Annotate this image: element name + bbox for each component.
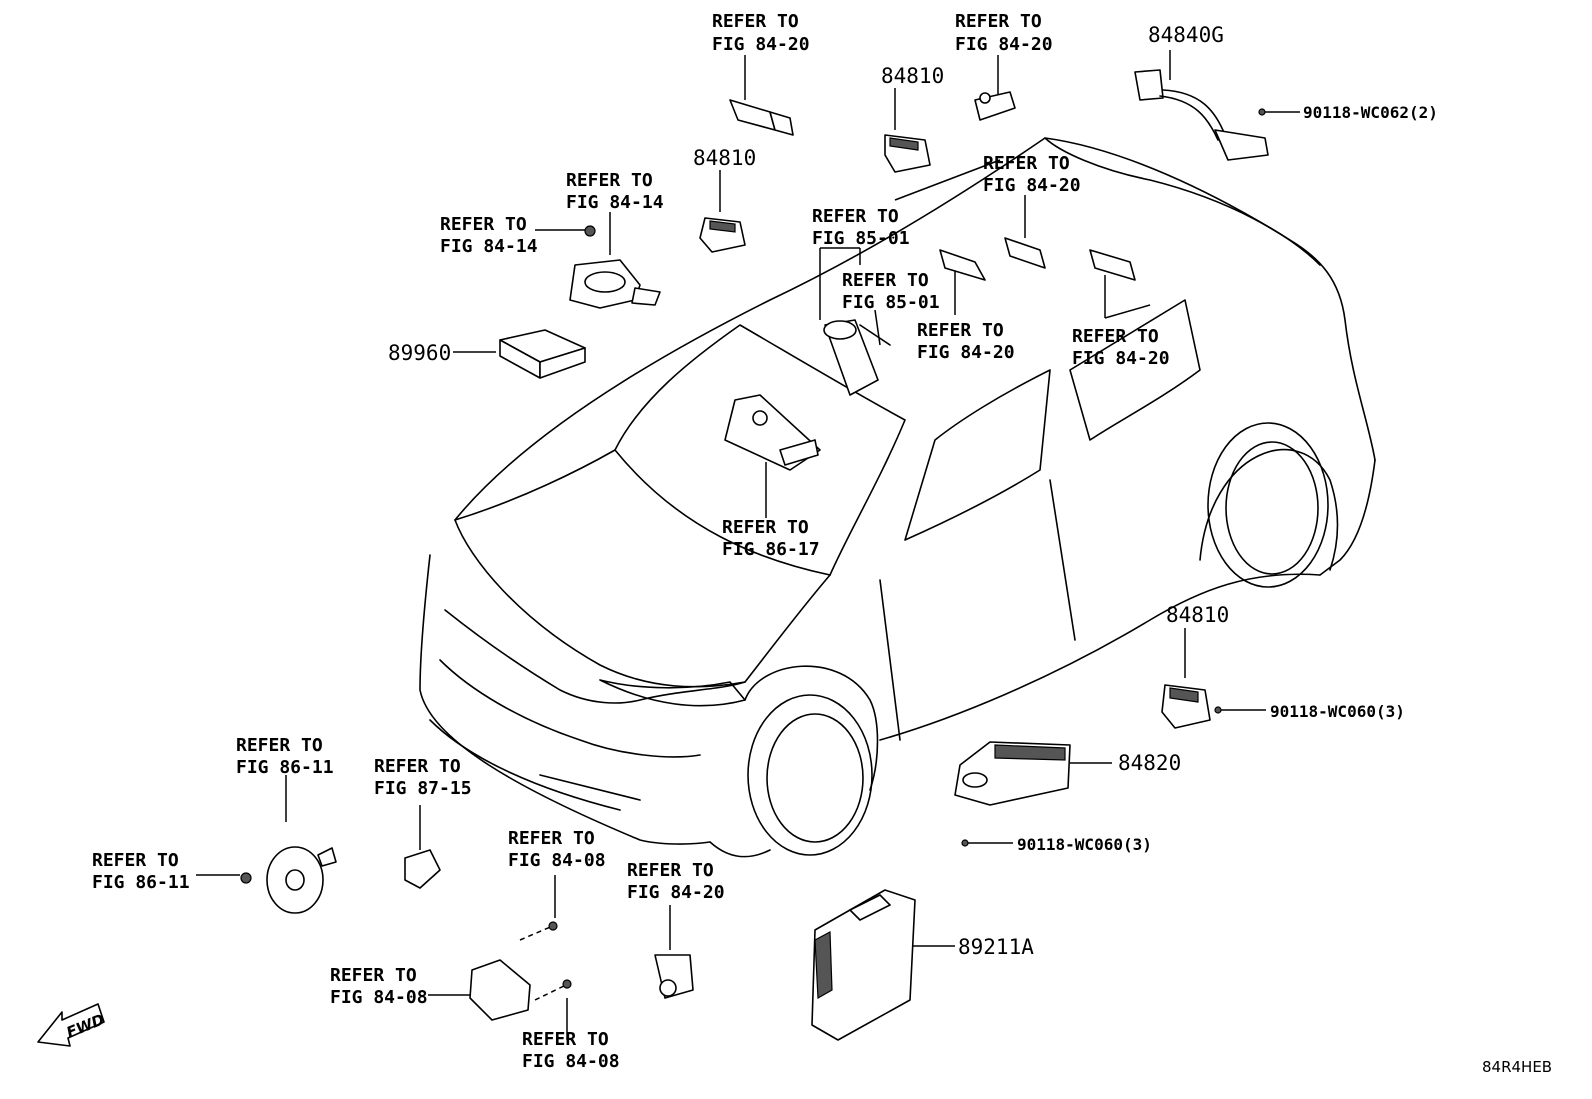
harness-84840g-component (1134, 69, 1269, 161)
part-number-84840g: 84840G (1148, 23, 1224, 47)
vehicle-outline (419, 137, 1376, 858)
part-number-84810: 84810 (881, 64, 944, 88)
sensor-component (974, 91, 1016, 121)
fastener-90118-wc062: 90118-WC062(2) (1303, 103, 1438, 122)
switch-84810-component (699, 217, 746, 253)
ecu-89960-component (499, 329, 586, 379)
pedal-sensor-component (569, 225, 661, 309)
fastener-90118-wc060: 90118-WC060(3) (1270, 702, 1405, 721)
spiral-cable-component (823, 319, 891, 396)
yaw-sensor-component (469, 921, 572, 1021)
part-number-84820: 84820 (1118, 751, 1181, 775)
sensor-component (654, 954, 694, 999)
part-number-89211a: 89211A (958, 935, 1034, 959)
switch-84810-component (884, 134, 931, 173)
master-switch-84820-component (954, 741, 1071, 847)
part-number-89960: 89960 (388, 341, 451, 365)
part-number-84810: 84810 (693, 146, 756, 170)
leader-lines (196, 50, 1300, 1040)
fastener-90118-wc060: 90118-WC060(3) (1017, 835, 1152, 854)
sensor-component (729, 99, 794, 136)
body-ecu-89211a-component (811, 889, 916, 1041)
sensor-component (939, 237, 1136, 281)
diagram-code: 84R4HEB (1482, 1058, 1552, 1076)
part-number-84810: 84810 (1166, 603, 1229, 627)
part-numbers: 84810 84810 84840G 89960 84810 84820 892… (388, 23, 1229, 959)
horn-component (240, 846, 337, 914)
sensor-component (404, 849, 441, 889)
fwd-arrow-icon: FWD (37, 1003, 107, 1047)
switch-84810-component (1161, 684, 1222, 729)
fastener-codes: 90118-WC062(2) 90118-WC060(3) 90118-WC06… (1017, 103, 1438, 854)
mirror-bracket-component (724, 394, 821, 471)
